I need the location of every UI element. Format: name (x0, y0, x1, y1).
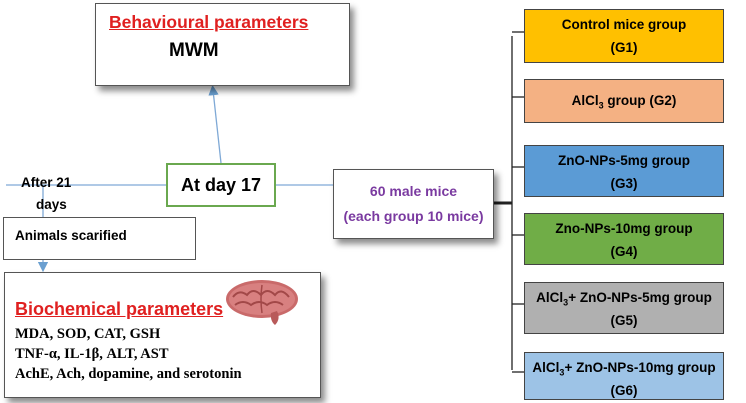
timepoint-label: At day 17 (180, 174, 262, 195)
group-label-2: AlCl3 group (G2) (571, 93, 677, 111)
biochemical-line-2: TNF-α, IL-1β, ALT, AST (15, 346, 169, 362)
group-code-6: (G6) (610, 383, 638, 398)
animals-box: Animals scarified (3, 217, 196, 260)
animals-label: Animals scarified (15, 228, 127, 243)
behavioural-test: MWM (169, 40, 219, 61)
group-code-5: (G5) (610, 313, 638, 328)
group-label-5: AlCl3+ ZnO-NPs-5mg group (536, 290, 712, 308)
group-box-3: ZnO-NPs-5mg group (G3) (524, 145, 724, 197)
group-label-6: AlCl3+ ZnO-NPs-10mg group (532, 360, 716, 378)
biochemical-title: Biochemical parameters (15, 299, 224, 319)
group-box-5: AlCl3+ ZnO-NPs-5mg group (G5) (524, 282, 724, 334)
brain-icon (226, 280, 298, 325)
after-line2: days (36, 197, 67, 212)
mice-line1: 60 male mice (369, 183, 458, 199)
arrow-to-behavioural (208, 84, 222, 164)
behavioural-title: Behavioural parameters (109, 12, 309, 32)
biochemical-parameters-box: Biochemical parameters MDA, SOD, CAT, GS… (4, 272, 321, 398)
group-label-4: Zno-NPs-10mg group (555, 221, 693, 236)
group-box-2: AlCl3 group (G2) (524, 79, 724, 123)
group-label-3: ZnO-NPs-5mg group (558, 153, 690, 168)
group-box-6: AlCl3+ ZnO-NPs-10mg group (G6) (524, 352, 724, 400)
group-box-4: Zno-NPs-10mg group (G4) (524, 213, 724, 265)
after-line1: After 21 (21, 175, 72, 190)
group-code-2: (G2) (649, 93, 677, 108)
group-code-3: (G3) (610, 176, 638, 191)
group-label-1: Control mice group (561, 17, 687, 32)
timepoint-box: At day 17 (166, 163, 276, 207)
group-code-1: (G1) (610, 40, 638, 55)
group-code-4: (G4) (610, 244, 638, 259)
biochemical-line-3: AchE, Ach, dopamine, and serotonin (15, 366, 242, 382)
behavioural-parameters-box: Behavioural parameters MWM (95, 3, 350, 86)
group-box-1: Control mice group (G1) (524, 9, 724, 63)
mice-box: 60 male mice (each group 10 mice) (333, 169, 494, 239)
mice-line2: (each group 10 mice) (343, 208, 484, 224)
biochemical-line-1: MDA, SOD, CAT, GSH (15, 326, 161, 342)
